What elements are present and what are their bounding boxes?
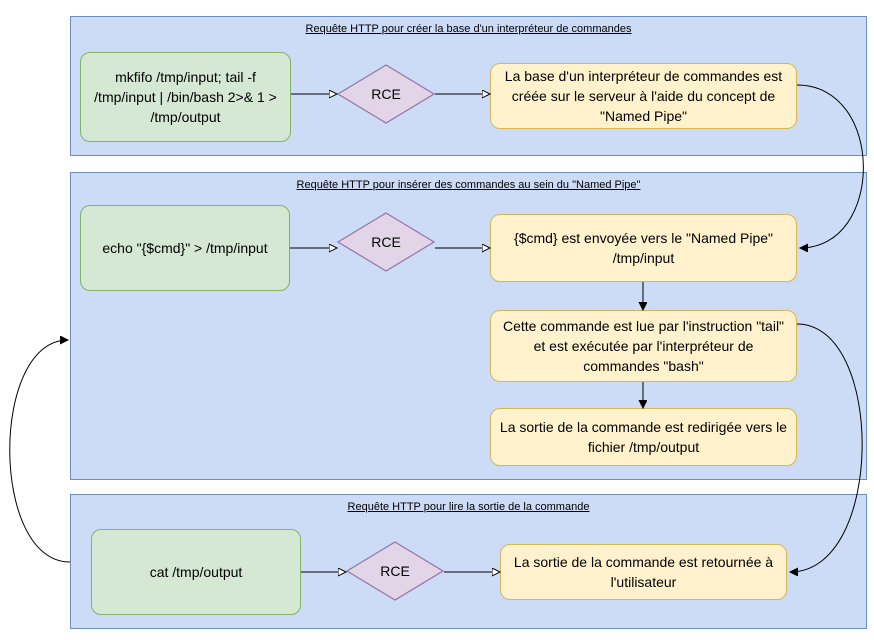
result-box-sent-to-pipe: {$cmd} est envoyée vers le "Named Pipe" … xyxy=(490,214,797,282)
result-box-executed-by-bash: Cette commande est lue par l'instruction… xyxy=(490,310,797,382)
panel-title: Requête HTTP pour lire la sortie de la c… xyxy=(347,501,590,513)
command-box-echo: echo "{$cmd}" > /tmp/input xyxy=(80,205,290,291)
rce-diamond: RCE xyxy=(345,541,445,601)
result-box-output-redirected: La sortie de la commande est redirigée v… xyxy=(490,408,797,466)
rce-diamond: RCE xyxy=(336,212,436,272)
diamond-shape xyxy=(345,541,445,601)
diamond-shape xyxy=(336,212,436,272)
rce-label: RCE xyxy=(371,86,401,102)
panel-title: Requête HTTP pour créer la base d'un int… xyxy=(305,23,632,35)
rce-label: RCE xyxy=(380,563,410,579)
result-box-returned-to-user: La sortie de la commande est retournée à… xyxy=(500,544,787,600)
command-box-mkfifo: mkfifo /tmp/input; tail -f /tmp/input | … xyxy=(80,52,291,142)
diamond-shape xyxy=(336,64,436,124)
command-box-cat: cat /tmp/output xyxy=(91,529,301,615)
curve-loop-back xyxy=(9,340,71,563)
result-box-shell-created: La base d'un interpréteur de commandes e… xyxy=(490,63,797,129)
rce-diamond: RCE xyxy=(336,64,436,124)
rce-label: RCE xyxy=(371,234,401,250)
panel-title: Requête HTTP pour insérer des commandes … xyxy=(296,179,641,191)
